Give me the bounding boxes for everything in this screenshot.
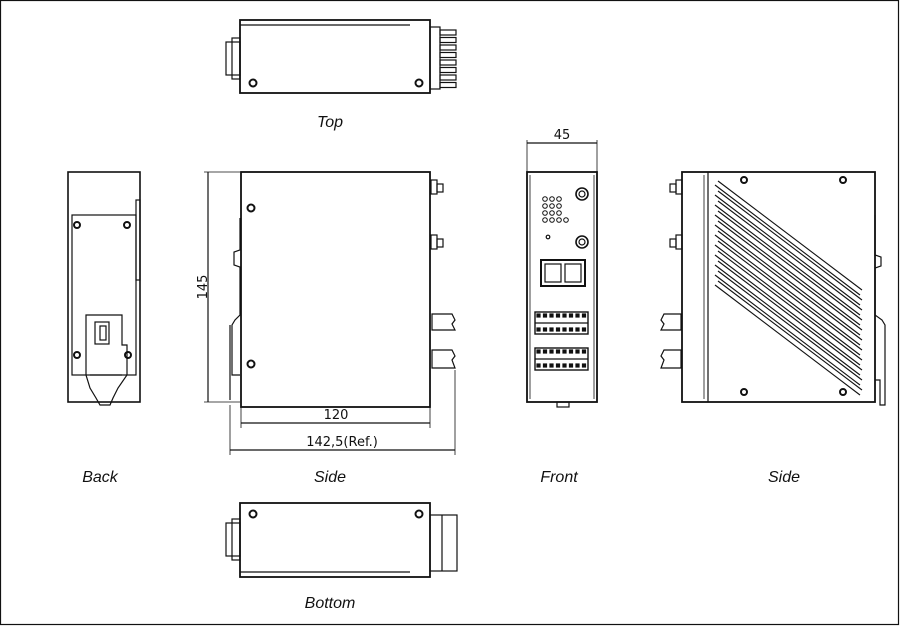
label-side-view-left: Side xyxy=(313,469,347,486)
back-view xyxy=(67,171,141,406)
width-dimension-text: 45 xyxy=(554,128,571,143)
led-icon xyxy=(549,203,555,209)
led-icon xyxy=(556,196,562,202)
bottom-view xyxy=(225,502,458,578)
label-front-view: Front xyxy=(540,469,578,486)
led-icon xyxy=(563,217,569,223)
label-back-view: Back xyxy=(82,469,118,486)
height-dimension-text: 145 xyxy=(196,275,211,300)
led-icon xyxy=(556,203,562,209)
front-view xyxy=(526,140,598,408)
led-icon xyxy=(549,210,555,216)
led-icon xyxy=(542,196,548,202)
led-icon xyxy=(556,210,562,216)
depth-dimension-text: 120 xyxy=(324,408,349,423)
label-top-view: Top xyxy=(316,114,344,131)
side-view-left xyxy=(204,171,456,455)
led-icon xyxy=(556,217,562,223)
led-icon xyxy=(542,203,548,209)
side-view-right xyxy=(660,171,886,406)
led-icon xyxy=(549,217,555,223)
led-icon xyxy=(542,217,548,223)
label-side-view-right: Side xyxy=(767,469,801,486)
led-icon xyxy=(549,196,555,202)
top-view xyxy=(225,19,457,94)
label-bottom-view: Bottom xyxy=(304,595,356,612)
led-icon xyxy=(542,210,548,216)
depth-ref-dimension-text: 142,5(Ref.) xyxy=(306,435,378,450)
